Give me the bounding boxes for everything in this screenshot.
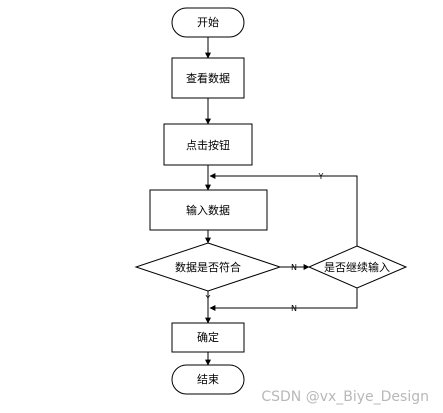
node-input-data-label: 输入数据 xyxy=(186,203,230,217)
watermark: CSDN @vx_Biye_Design xyxy=(261,389,429,405)
edge-continue-to-confirm xyxy=(209,288,358,311)
node-data-match-label: 数据是否符合 xyxy=(175,260,241,274)
node-click-button xyxy=(163,123,253,166)
node-end xyxy=(171,364,245,395)
edge-continue-loop-back xyxy=(209,173,358,246)
edge-label-loop-yes: Y xyxy=(318,172,324,181)
node-start xyxy=(171,7,245,38)
node-input-data xyxy=(149,189,268,231)
node-start-label: 开始 xyxy=(197,15,219,29)
edge-label-match-yes: Y xyxy=(205,294,211,303)
node-continue-input-label: 是否继续输入 xyxy=(324,260,390,274)
node-confirm-label: 确定 xyxy=(197,330,219,344)
node-view-data-label: 查看数据 xyxy=(186,71,230,85)
node-end-label: 结束 xyxy=(197,373,219,386)
edge-label-continue-no: N xyxy=(291,304,297,313)
edge-label-match-no: N xyxy=(291,263,297,272)
node-continue-input xyxy=(307,245,408,289)
node-click-button-label: 点击按钮 xyxy=(186,138,230,152)
node-data-match xyxy=(134,242,282,292)
node-confirm xyxy=(171,322,245,353)
node-view-data xyxy=(171,57,245,99)
